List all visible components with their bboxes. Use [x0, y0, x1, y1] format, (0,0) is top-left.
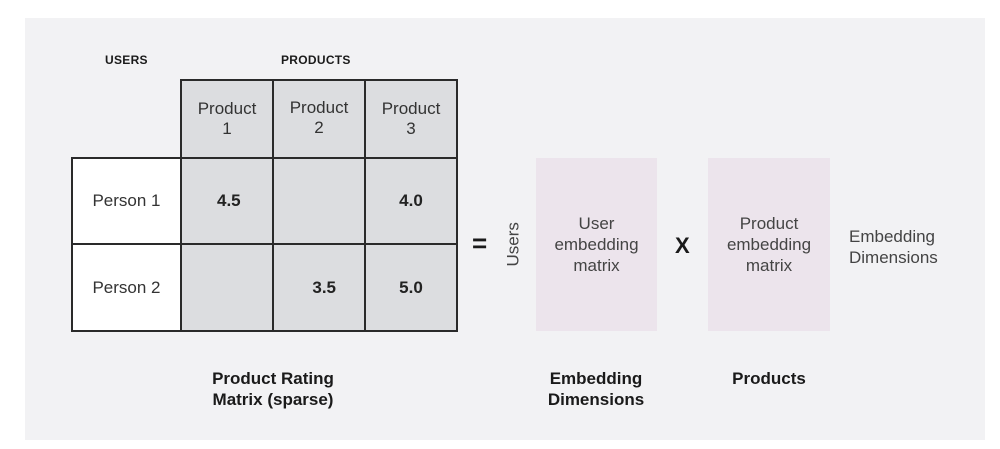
caption-products: Products	[732, 369, 806, 388]
rating-cell-p2-prod1	[181, 244, 273, 331]
times-sign: X	[675, 233, 690, 258]
rating-cell-p2-prod3: 5.0	[365, 244, 457, 331]
grid-line	[180, 79, 182, 332]
row-header-person-1: Person 1	[72, 158, 181, 244]
grid-line	[364, 79, 366, 332]
rating-cell-p1-prod1: 4.5	[181, 158, 273, 244]
rating-cell-p1-prod3: 4.0	[365, 158, 457, 244]
grid-line	[71, 243, 458, 245]
grid-line	[272, 79, 274, 332]
users-axis-label: Users	[503, 222, 523, 267]
rating-cell-p1-prod2	[273, 158, 365, 244]
grid-line	[456, 79, 458, 332]
equals-sign: =	[472, 228, 488, 258]
grid-line	[71, 157, 458, 159]
rating-cell-p2-prod2: 3.5	[273, 244, 365, 331]
products-header: PRODUCTS	[281, 53, 351, 67]
row-header-person-2: Person 2	[72, 244, 181, 331]
grid-line	[71, 330, 458, 332]
grid-line	[180, 79, 458, 81]
users-header: USERS	[105, 53, 148, 67]
grid-line	[71, 157, 73, 332]
